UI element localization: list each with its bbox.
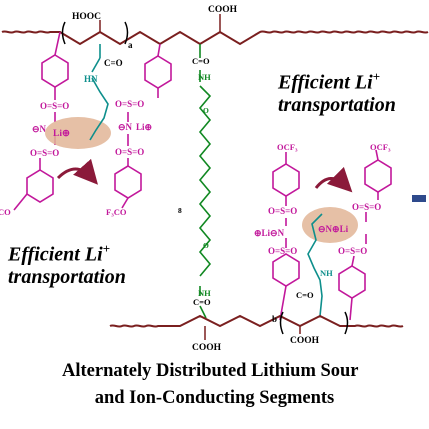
caption-line-2: and Ion-Conducting Segments [94, 388, 335, 408]
right-left-ocf3: OCF₃ [277, 142, 298, 152]
top-cooh-left: HOOC [72, 12, 101, 22]
right-right-li-n: ⊖N⊕Li [318, 224, 349, 234]
side-marker [412, 195, 426, 202]
right-salt-left [272, 152, 300, 321]
top-bracket [61, 21, 129, 45]
right-curved-arrow [314, 166, 353, 193]
bottom-cooh-left: COOH [192, 343, 222, 353]
left-cf3: CO [0, 207, 11, 217]
efficient-label-bottom: Efficient Li+ [8, 238, 110, 266]
center-cf3: F₃CO [106, 207, 127, 217]
mid-amide-nh: NH [198, 72, 211, 82]
bottom-bracket [279, 311, 349, 335]
linker-o-1: O [203, 106, 209, 115]
center-so2-bottom: O=S=O [115, 147, 144, 157]
left-amide-co: C=O [104, 58, 123, 68]
bottom-amide-co: C=O [193, 297, 211, 307]
transport-label-bottom: transportation [8, 266, 126, 288]
bottom-backbone [109, 314, 404, 328]
right-left-so2-top: O=S=O [268, 206, 297, 216]
right-left-so2-bottom: O=S=O [268, 246, 297, 256]
right-teal-linker [307, 213, 323, 317]
right-ion-blob [302, 207, 358, 243]
center-salt-unit [114, 43, 172, 209]
linker-o-2: O [203, 241, 209, 250]
efficient-top-text: Efficient Li [278, 71, 373, 94]
green-linker [198, 44, 212, 319]
right-left-li-n: ⊕Li⊖N [254, 228, 285, 238]
right-amide-nh: NH [320, 268, 333, 278]
right-right-ocf3: OCF₃ [370, 142, 391, 152]
left-ion-blob [45, 117, 111, 149]
linker-repeat: 8 [178, 206, 182, 215]
center-li: Li⊕ [136, 122, 152, 132]
right-amide-co: C=O [296, 290, 314, 300]
left-so2-top: O=S=O [40, 101, 69, 111]
left-amide-nh: HN [84, 74, 98, 84]
left-curved-arrow [56, 158, 98, 185]
efficient-bottom-text: Efficient Li [8, 243, 103, 266]
left-li: Li⊕ [53, 129, 70, 139]
efficient-bottom-plus: + [102, 241, 111, 256]
right-salt-right [338, 149, 392, 321]
left-teal-linker [89, 44, 109, 141]
efficient-label-top: Efficient Li+ [278, 66, 380, 94]
left-so2-bottom: O=S=O [30, 148, 59, 158]
bottom-amide-nh: NH [198, 288, 211, 298]
left-n-minus: ⊖N [32, 124, 47, 134]
caption-line-1: Alternately Distributed Lithium Sour [62, 361, 359, 381]
top-backbone [1, 30, 429, 46]
center-so2-top: O=S=O [115, 99, 144, 109]
right-right-so2-bottom: O=S=O [338, 246, 367, 256]
subscript-a: a [128, 40, 133, 50]
right-right-so2-top: O=S=O [352, 202, 381, 212]
mid-amide-co: C=O [192, 56, 210, 66]
bottom-cooh-right: COOH [290, 336, 320, 346]
center-n-minus: ⊖N [118, 122, 133, 132]
transport-label-top: transportation [278, 94, 396, 116]
subscript-b: b [272, 314, 277, 324]
top-cooh-right: COOH [208, 5, 238, 15]
efficient-top-plus: + [372, 69, 381, 84]
